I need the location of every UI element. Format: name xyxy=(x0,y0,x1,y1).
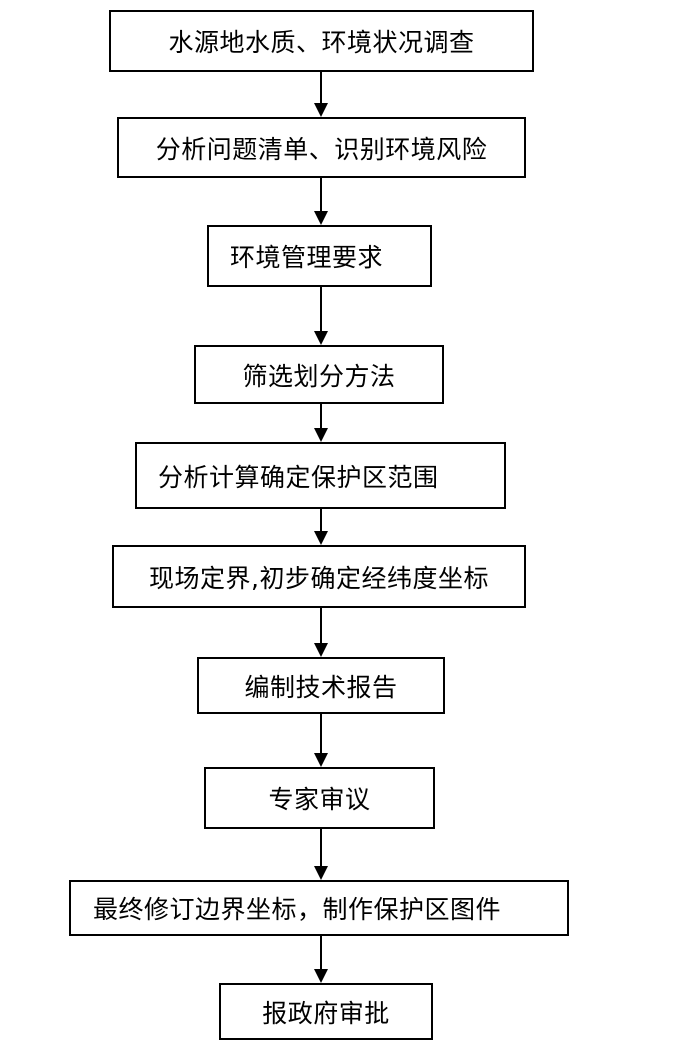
step-label: 水源地水质、环境状况调查 xyxy=(168,28,475,57)
step-label: 编制技术报告 xyxy=(244,672,398,702)
down-arrow-icon xyxy=(311,72,331,117)
down-arrow-icon xyxy=(311,178,331,225)
step-risk-identification: 分析问题清单、识别环境风险 xyxy=(117,117,526,178)
step-field-demarcation: 现场定界,初步确定经纬度坐标 xyxy=(112,545,526,608)
step-label: 现场定界,初步确定经纬度坐标 xyxy=(149,563,489,593)
step-label: 分析问题清单、识别环境风险 xyxy=(155,134,488,164)
down-arrow-icon xyxy=(311,829,331,880)
step-label: 专家审议 xyxy=(268,785,371,814)
step-expert-review: 专家审议 xyxy=(204,767,435,829)
down-arrow-icon xyxy=(311,608,331,657)
step-technical-report: 编制技术报告 xyxy=(197,657,445,714)
step-label: 分析计算确定保护区范围 xyxy=(158,462,439,492)
step-label: 筛选划分方法 xyxy=(242,361,396,391)
down-arrow-icon xyxy=(311,404,331,442)
step-water-environment-survey: 水源地水质、环境状况调查 xyxy=(109,10,534,72)
step-calculate-protection-zone: 分析计算确定保护区范围 xyxy=(135,442,506,509)
step-label: 报政府审批 xyxy=(262,998,390,1028)
down-arrow-icon xyxy=(311,714,331,767)
step-label: 环境管理要求 xyxy=(230,243,384,272)
step-final-boundary-and-maps: 最终修订边界坐标，制作保护区图件 xyxy=(69,880,569,936)
step-select-method: 筛选划分方法 xyxy=(194,345,444,404)
down-arrow-icon xyxy=(311,287,331,345)
down-arrow-icon xyxy=(311,936,331,983)
step-label: 最终修订边界坐标，制作保护区图件 xyxy=(93,895,502,924)
step-government-approval: 报政府审批 xyxy=(219,983,433,1040)
down-arrow-icon xyxy=(311,509,331,545)
step-management-requirements: 环境管理要求 xyxy=(207,225,432,287)
